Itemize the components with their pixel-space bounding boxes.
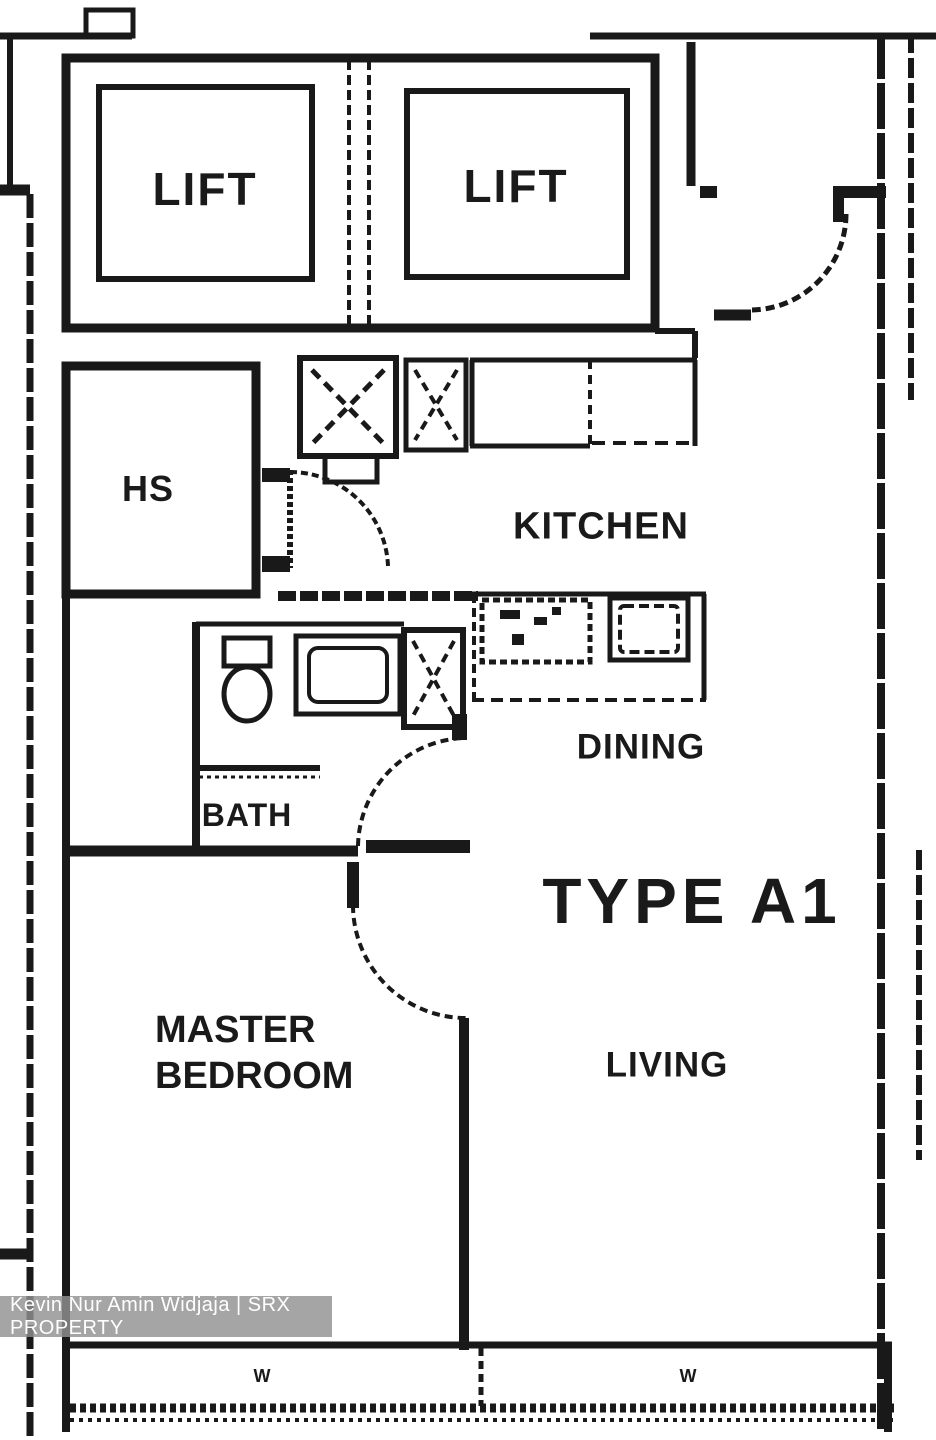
- room-label-master-bedroom: MASTER BEDROOM: [155, 1009, 354, 1097]
- lift-block: [61, 53, 698, 358]
- window-band: [62, 1341, 894, 1432]
- room-label-living: LIVING: [605, 1045, 729, 1085]
- entry-door-leaf: [833, 198, 844, 222]
- kitchen-sink: [607, 595, 691, 663]
- bath-vent-shaft: [401, 627, 466, 730]
- entry-area: [686, 42, 886, 321]
- bedroom-door-swing: [351, 904, 467, 1020]
- top-wall-column: [83, 7, 136, 39]
- hs-door-swing: [289, 469, 390, 567]
- window-label-right: W: [679, 1365, 697, 1386]
- bathroom: [192, 621, 467, 852]
- bath-door-swing: [356, 736, 467, 847]
- toilet-bowl: [221, 664, 273, 724]
- room-label-lift-2: LIFT: [463, 160, 569, 213]
- exterior-walls: [0, 7, 936, 1440]
- room-label-bath: BATH: [201, 797, 293, 834]
- lift-shaft-2: [404, 88, 630, 280]
- dining-counter: [278, 591, 707, 702]
- room-label-kitchen: KITCHEN: [513, 505, 689, 548]
- toilet-cistern: [221, 635, 273, 669]
- bedroom-walls: [62, 840, 470, 1350]
- lift-shaft-1: [96, 84, 315, 282]
- vanity-basin: [307, 646, 389, 704]
- bedroom-door-leaf: [347, 862, 359, 908]
- household-shelter: [61, 361, 390, 599]
- room-label-lift-1: LIFT: [152, 163, 258, 216]
- vent-shaft-2: [403, 357, 469, 453]
- unit-type-title: TYPE A1: [542, 865, 842, 938]
- watermark-bar: Kevin Nur Amin Widjaja | SRX PROPERTY: [0, 1293, 332, 1339]
- room-label-dining: DINING: [576, 727, 706, 767]
- watermark-text: Kevin Nur Amin Widjaja | SRX PROPERTY: [10, 1293, 291, 1339]
- window-label-left: W: [253, 1365, 271, 1386]
- room-label-hs: HS: [121, 467, 175, 509]
- entry-door-swing: [751, 213, 849, 313]
- vanity-counter: [293, 633, 403, 717]
- kitchen-area: [297, 355, 698, 485]
- stove-hob: [479, 597, 593, 665]
